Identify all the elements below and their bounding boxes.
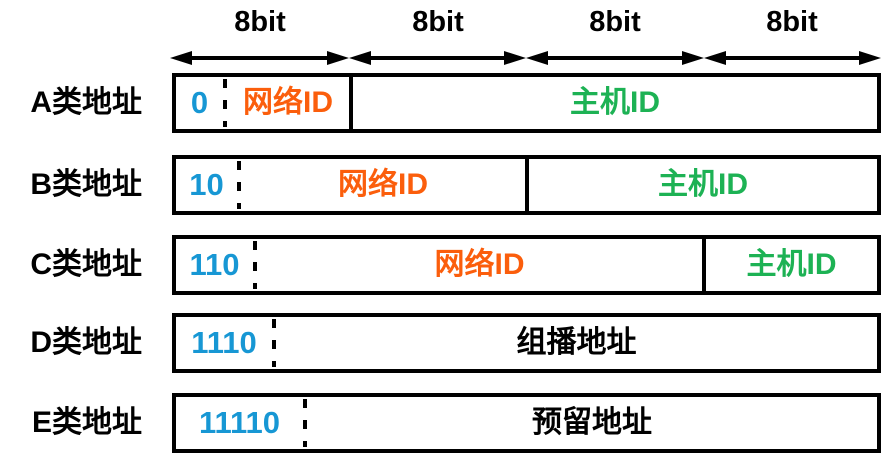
dotted-separator [253,241,257,289]
double-arrow-icon [170,51,349,65]
prefix-bits: 0 [190,85,209,120]
host-id-field: 主机ID [570,86,660,119]
bit-scale-label-2: 8bit [412,6,464,38]
row-label: A类地址 [30,86,142,119]
host-id-field: 主机ID [658,168,748,201]
address-box: 110 网络ID 主机ID [172,235,881,295]
dotted-separator [272,319,276,367]
row-label: E类地址 [31,406,142,439]
address-box: 10 网络ID 主机ID [172,155,881,215]
row-label: C类地址 [30,248,142,281]
network-id-field: 网络ID [434,248,525,281]
host-id-field: 主机ID [746,248,837,281]
prefix-bits: 10 [189,167,224,202]
dotted-separator [303,399,307,447]
prefix-bits: 1110 [191,325,257,360]
dotted-separator [237,161,241,209]
row-label: D类地址 [30,326,142,359]
reserved-address-field: 预留地址 [532,406,652,439]
row-label: B类地址 [30,168,142,201]
bit-scale-arrows [170,51,881,65]
octet-divider [702,239,706,291]
address-box: 11110 预留地址 [172,393,881,453]
octet-divider [349,77,353,129]
double-arrow-icon [349,51,526,65]
dotted-separator [223,79,227,127]
prefix-bits: 11110 [198,405,281,440]
network-id-field: 网络ID [243,86,333,119]
octet-divider [525,159,529,211]
bit-scale-label-3: 8bit [589,6,641,38]
address-box: 0 网络ID 主机ID [172,73,881,133]
double-arrow-icon [526,51,704,65]
multicast-address-field: 组播地址 [516,326,637,359]
double-arrow-icon [704,51,881,65]
address-box: 1110 组播地址 [172,313,881,373]
prefix-bits: 110 [189,247,240,282]
network-id-field: 网络ID [338,168,428,201]
bit-scale-label-1: 8bit [234,6,286,38]
bit-scale-label-4: 8bit [766,6,818,38]
